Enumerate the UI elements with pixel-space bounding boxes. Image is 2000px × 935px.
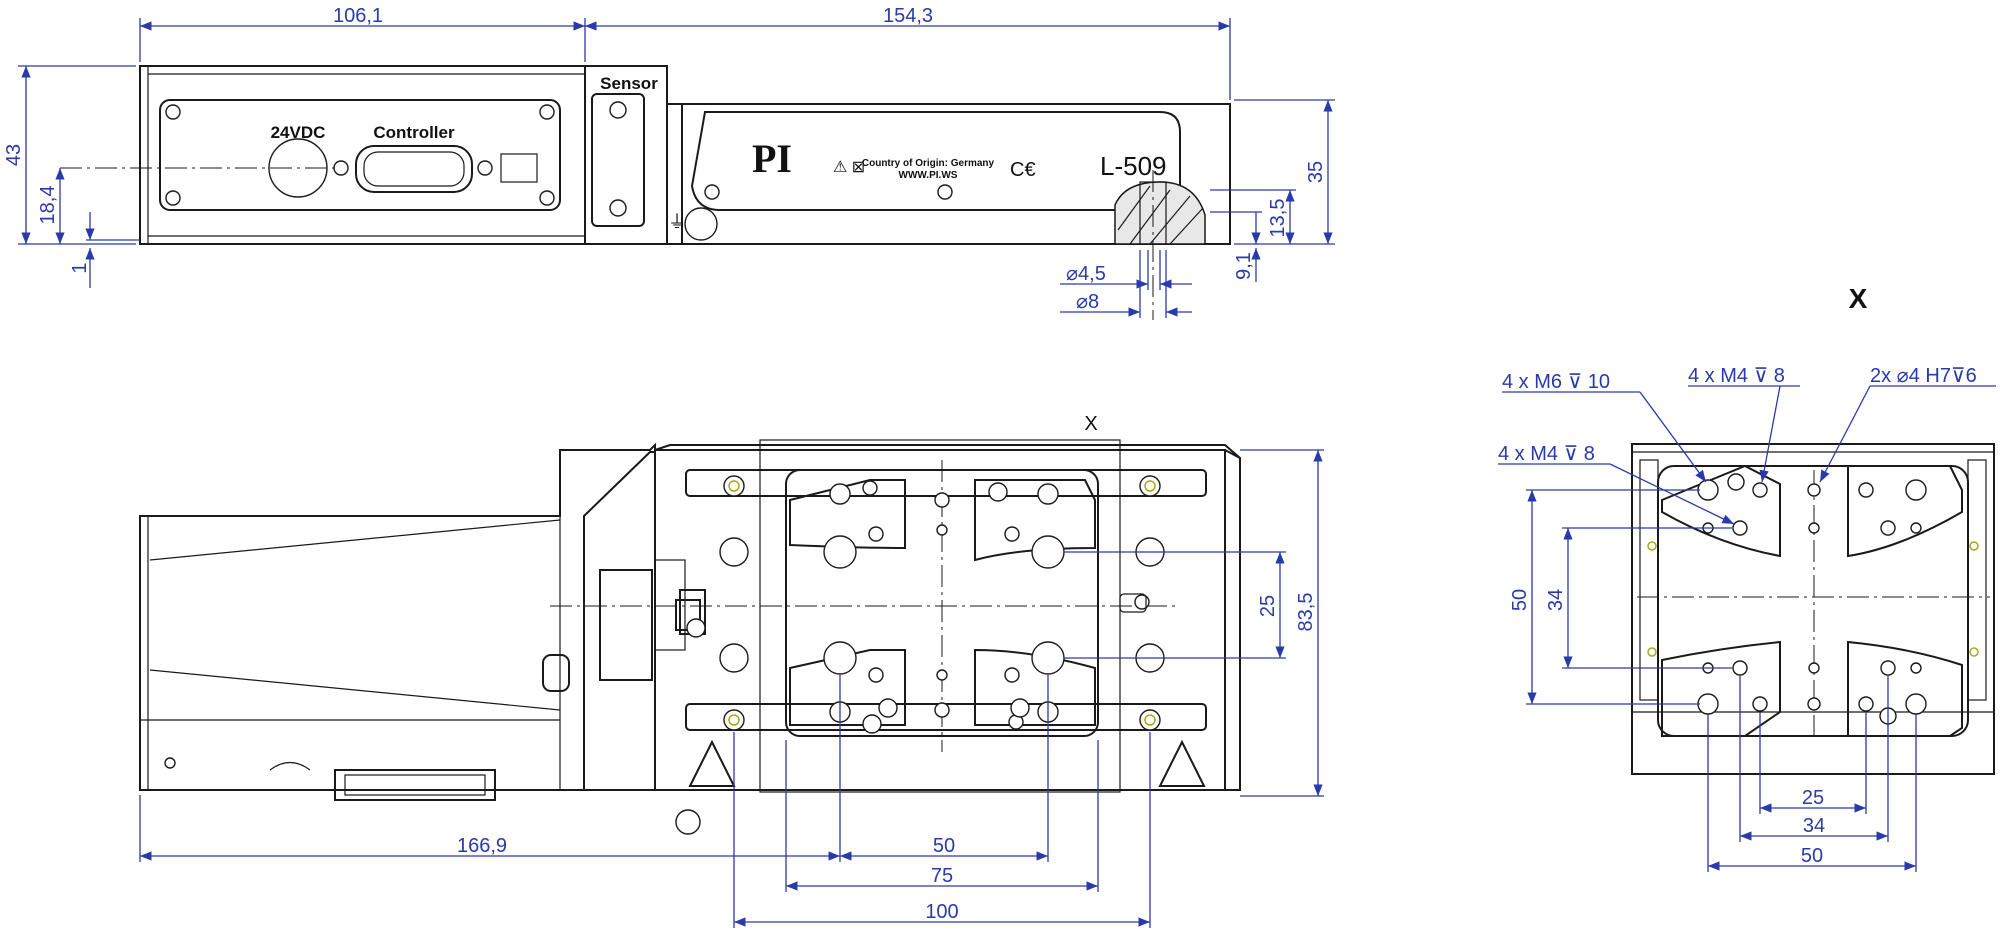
callout-m4-left: 4 x M4 ⊽ 8	[1498, 443, 1595, 465]
dim-83-5: 83,5	[1295, 593, 1317, 632]
origin-line-2: WWW.PI.WS	[899, 170, 958, 181]
dim-25: 25	[1257, 595, 1279, 617]
dim-106-1: 106,1	[333, 5, 383, 27]
stage-base	[654, 449, 1226, 791]
dim-166-9: 166,9	[457, 835, 507, 857]
view-x-frame	[759, 439, 1121, 793]
dim-43: 43	[3, 144, 25, 166]
dim-9-1: 9,1	[1233, 252, 1255, 280]
callout-pins: 2x ⌀4 H7⊽6	[1870, 365, 1977, 387]
sensor-top	[599, 569, 653, 681]
motor-tab	[542, 654, 570, 692]
label-sensor: Sensor	[600, 74, 658, 93]
ce-mark: C€	[1010, 159, 1036, 181]
sub-d-connector	[355, 145, 473, 193]
model-label: L-509	[1100, 151, 1167, 181]
dim-1: 1	[69, 262, 91, 273]
connector-panel	[159, 99, 561, 211]
dim-154-3: 154,3	[883, 5, 933, 27]
section-hatch	[1114, 181, 1206, 245]
status-led	[500, 153, 538, 183]
detail-dim-34-h: 34	[1803, 815, 1825, 837]
dim-50: 50	[933, 835, 955, 857]
label-24vdc: 24VDC	[271, 123, 326, 142]
callout-m6: 4 x M6 ⊽ 10	[1502, 371, 1610, 393]
origin-line-1: Country of Origin: Germany	[862, 158, 995, 169]
dim-dia-8: ⌀8	[1076, 291, 1099, 313]
dim-35: 35	[1305, 161, 1327, 183]
dim-75: 75	[931, 865, 953, 887]
detail-dim-34-v: 34	[1545, 589, 1567, 611]
motor-top-outline	[139, 442, 656, 791]
dim-dia-4-5: ⌀4,5	[1066, 263, 1106, 285]
ground-screw-top	[675, 809, 701, 835]
dim-13-5: 13,5	[1267, 199, 1289, 238]
motor-housing-outline	[139, 65, 586, 245]
top-view: X 166,9 50 75 100 25 83,5	[139, 413, 1324, 928]
warning-icon: ⚠ ⊠	[833, 159, 865, 176]
detail-dim-50-h: 50	[1801, 845, 1823, 867]
sub-d-top	[334, 769, 496, 801]
side-view: 24VDC Controller Sensor ⏚ PI ⚠ ⊠ Country…	[3, 5, 1335, 320]
view-marker-x: X	[1084, 413, 1097, 435]
stage-body	[667, 103, 1231, 245]
detail-x: X 4 x M6 ⊽ 10 4	[1498, 283, 1996, 872]
detail-dim-25-h: 25	[1802, 787, 1824, 809]
callout-m4-top: 4 x M4 ⊽ 8	[1688, 365, 1785, 387]
detail-holes	[1647, 473, 1979, 725]
detail-carriage	[1657, 465, 1969, 737]
ground-screw	[684, 207, 718, 241]
label-controller: Controller	[373, 123, 455, 142]
ground-icon: ⏚	[668, 212, 686, 232]
detail-title: X	[1849, 283, 1868, 314]
sensor-block	[584, 65, 668, 245]
dim-18-4: 18,4	[37, 186, 59, 225]
dim-100: 100	[925, 901, 958, 923]
top-holes	[719, 475, 1165, 734]
detail-dim-50-v: 50	[1509, 589, 1531, 611]
detail-base	[1631, 443, 1995, 775]
pi-logo: PI	[752, 136, 792, 181]
